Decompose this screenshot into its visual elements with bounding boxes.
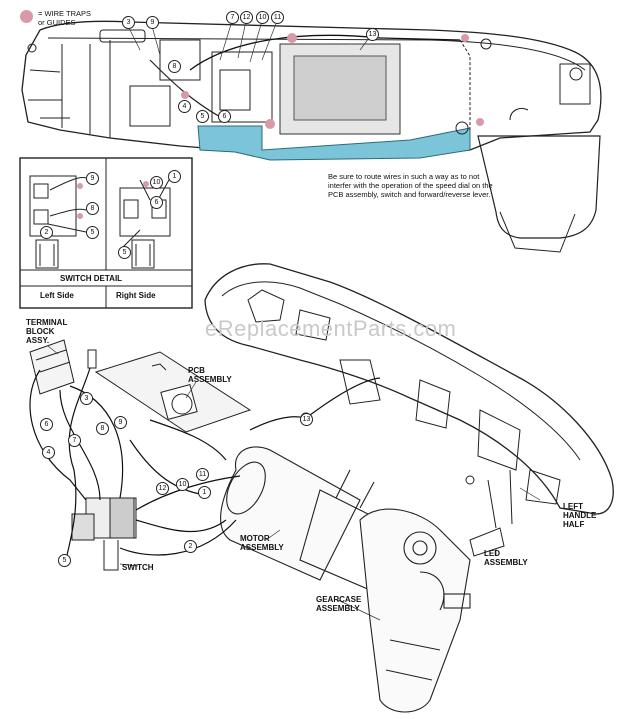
detail-trap-markers (77, 181, 149, 219)
callout-detail: 5 (118, 246, 131, 259)
gearcase-assembly (359, 508, 471, 713)
callout-detail: 9 (86, 172, 99, 185)
gearcase-assembly-label: GEARCASE ASSEMBLY (316, 595, 362, 613)
legend-line-1: = WIRE TRAPS (38, 9, 91, 18)
switch-detail-box (19, 157, 193, 309)
callout-bottom: 6 (40, 418, 53, 431)
callout-bottom: 13 (300, 413, 313, 426)
callout-detail: 1 (168, 170, 181, 183)
callout-bottom: 1 (198, 486, 211, 499)
legend-line-2: or GUIDES (38, 17, 76, 27)
callout-top: 13 (366, 28, 379, 41)
callout-top: 7 (226, 11, 239, 24)
terminal-block-label: TERMINAL BLOCK ASSY. (26, 318, 68, 345)
callout-top: 5 (196, 110, 209, 123)
callout-bottom: 7 (68, 434, 81, 447)
terminal-block (29, 339, 97, 395)
callout-top: 8 (168, 60, 181, 73)
callout-bottom: 3 (80, 392, 93, 405)
callout-bottom: 11 (196, 468, 209, 481)
callout-top: 9 (146, 16, 159, 29)
callout-top: 4 (178, 100, 191, 113)
left-handle-half-label: LEFT HANDLE HALF (563, 502, 597, 529)
callout-bottom: 5 (58, 554, 71, 567)
led-assembly (469, 469, 513, 557)
callout-bottom: 12 (156, 482, 169, 495)
pcb-assembly-label: PCB ASSEMBLY (188, 366, 232, 384)
top-cutaway-view (21, 20, 602, 253)
callout-top: 12 (240, 11, 253, 24)
switch-detail-title: SWITCH DETAIL (60, 274, 123, 283)
callout-detail: 2 (40, 226, 53, 239)
callout-detail: 5 (86, 226, 99, 239)
callout-detail: 10 (150, 176, 163, 189)
callout-bottom: 9 (114, 416, 127, 429)
wiring-harness (29, 367, 381, 561)
callout-detail: 8 (86, 202, 99, 215)
callout-top: 10 (256, 11, 269, 24)
motor-assembly-label: MOTOR ASSEMBLY (240, 534, 284, 552)
wire-trap-markers (181, 33, 484, 129)
callout-bottom: 4 (42, 446, 55, 459)
callout-top: 6 (218, 110, 231, 123)
legend-text: = WIRE TRAPS or GUIDES (38, 9, 91, 27)
callout-bottom: 2 (184, 540, 197, 553)
routing-note: Be sure to route wires in such a way as … (328, 172, 493, 199)
pcb-assembly (94, 351, 252, 433)
switch-label: SWITCH (122, 563, 154, 572)
switch-detail-left-label: Left Side (40, 291, 74, 300)
callout-bottom: 8 (96, 422, 109, 435)
callout-bottom: 10 (176, 478, 189, 491)
callout-top: 11 (271, 11, 284, 24)
switch-assembly (71, 497, 137, 571)
left-handle-half (204, 263, 614, 515)
callout-detail: 6 (150, 196, 163, 209)
switch-detail-right-label: Right Side (116, 291, 156, 300)
wire-trap-swatch (20, 10, 33, 23)
callout-top: 3 (122, 16, 135, 29)
watermark: eReplacementParts.com (205, 316, 457, 341)
led-assembly-label: LED ASSEMBLY (484, 549, 528, 567)
